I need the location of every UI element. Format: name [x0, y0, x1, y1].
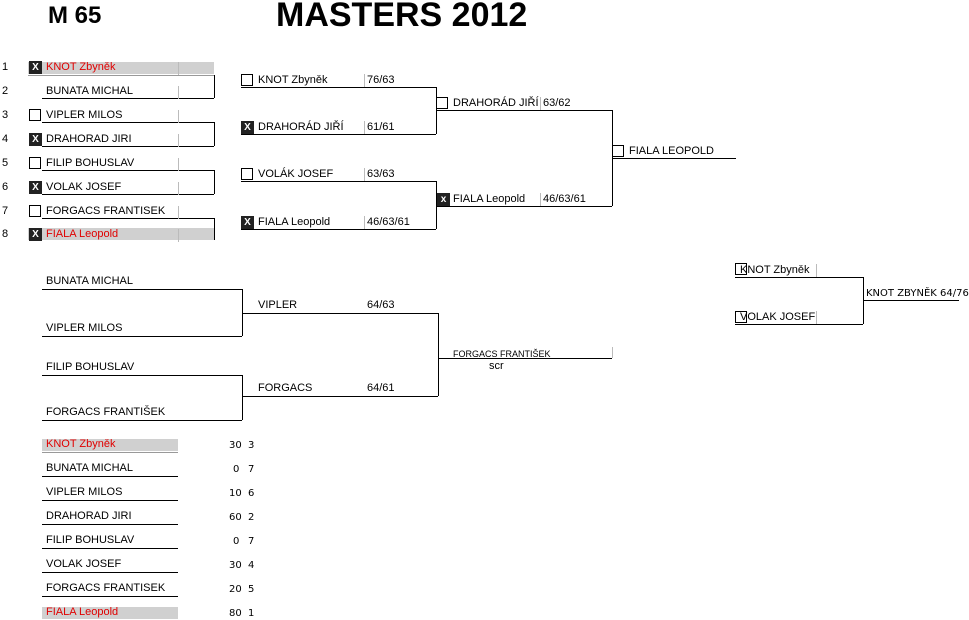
- draw-player[interactable]: KNOT Zbyněk: [46, 61, 116, 73]
- standings-rank: 2: [248, 512, 255, 523]
- standings-name[interactable]: KNOT Zbyněk: [46, 438, 116, 450]
- standings-rank: 7: [248, 536, 255, 547]
- sf-checkbox[interactable]: [436, 97, 448, 109]
- consolation-winner[interactable]: VIPLER: [258, 299, 298, 311]
- draw-seed: 8: [2, 228, 9, 240]
- draw-player[interactable]: VOLAK JOSEF: [46, 181, 122, 193]
- consolation-winner[interactable]: FORGACS: [258, 382, 313, 394]
- draw-checkbox[interactable]: [29, 205, 41, 217]
- consolation-entrant[interactable]: BUNATA MICHAL: [46, 275, 133, 287]
- playoff-result: KNOT ZBYNĚK 64/76: [866, 288, 969, 299]
- sf-mark: x: [437, 193, 450, 206]
- qf-checkbox[interactable]: [241, 74, 253, 86]
- draw-player[interactable]: FORGACS FRANTISEK: [46, 205, 166, 217]
- qf-score: 63/63: [367, 168, 395, 180]
- consolation-score: 64/63: [367, 299, 395, 311]
- draw-player[interactable]: VIPLER MILOS: [46, 109, 123, 121]
- draw-mark: X: [29, 181, 42, 194]
- standings-rank: 1: [248, 608, 255, 619]
- page-title: MASTERS 2012: [276, 0, 528, 34]
- standings-rank: 7: [248, 464, 255, 475]
- playoff-player[interactable]: KNOT Zbyněk: [740, 264, 810, 276]
- sf-score: 46/63/61: [543, 193, 586, 205]
- qf-checkbox[interactable]: [241, 168, 253, 180]
- draw-seed: 6: [2, 181, 9, 193]
- consolation-entrant[interactable]: FORGACS FRANTIŠEK: [46, 406, 166, 418]
- draw-player[interactable]: DRAHORAD JIRI: [46, 133, 132, 145]
- standings-points: 20: [229, 584, 242, 595]
- playoff-checkbox[interactable]: [735, 311, 747, 323]
- draw-checkbox[interactable]: [29, 157, 41, 169]
- consolation-final-note: scr: [489, 360, 504, 372]
- standings-rank: 5: [248, 584, 255, 595]
- standings-name[interactable]: FILIP BOHUSLAV: [46, 534, 135, 546]
- qf-player[interactable]: KNOT Zbyněk: [258, 74, 328, 86]
- draw-row-highlight: [28, 228, 214, 240]
- final-checkbox[interactable]: [612, 145, 624, 157]
- standings-points: 0: [233, 536, 240, 547]
- draw-mark: X: [29, 133, 42, 146]
- qf-player[interactable]: DRAHORÁD JIŘÍ: [258, 121, 344, 133]
- draw-player[interactable]: FIALA Leopold: [46, 228, 119, 240]
- draw-row-highlight: [28, 62, 214, 74]
- standings-points: 0: [233, 464, 240, 475]
- draw-seed: 1: [2, 61, 9, 73]
- standings-name[interactable]: VIPLER MILOS: [46, 486, 123, 498]
- standings-points: 30: [229, 560, 242, 571]
- standings-name[interactable]: BUNATA MICHAL: [46, 462, 133, 474]
- sf-score: 63/62: [543, 97, 571, 109]
- draw-seed: 3: [2, 109, 9, 121]
- draw-mark: X: [29, 61, 42, 74]
- standings-name[interactable]: FIALA Leopold: [46, 606, 119, 618]
- qf-mark: X: [241, 216, 254, 229]
- draw-player[interactable]: BUNATA MICHAL: [46, 85, 133, 97]
- qf-score: 61/61: [367, 121, 395, 133]
- standings-rank: 6: [248, 488, 255, 499]
- qf-score: 46/63/61: [367, 216, 410, 228]
- draw-seed: 2: [2, 85, 9, 97]
- consolation-score: 64/61: [367, 382, 395, 394]
- sf-player[interactable]: FIALA Leopold: [453, 193, 526, 205]
- standings-points: 60: [229, 512, 242, 523]
- qf-player[interactable]: VOLÁK JOSEF: [258, 168, 334, 180]
- standings-rank: 4: [248, 560, 255, 571]
- standings-name[interactable]: VOLAK JOSEF: [46, 558, 122, 570]
- playoff-player[interactable]: VOLAK JOSEF: [740, 311, 816, 323]
- qf-score: 76/63: [367, 74, 395, 86]
- category-label: M 65: [48, 2, 102, 29]
- standings-rank: 3: [248, 440, 255, 451]
- consolation-final-name[interactable]: FORGACS FRANTIŠEK: [453, 349, 551, 359]
- qf-player[interactable]: FIALA Leopold: [258, 216, 331, 228]
- standings-points: 80: [229, 608, 242, 619]
- champion-name[interactable]: FIALA LEOPOLD: [629, 145, 714, 157]
- consolation-entrant[interactable]: FILIP BOHUSLAV: [46, 361, 135, 373]
- draw-seed: 4: [2, 133, 9, 145]
- draw-seed: 5: [2, 157, 9, 169]
- draw-mark: X: [29, 228, 42, 241]
- playoff-checkbox[interactable]: [735, 263, 747, 275]
- standings-points: 10: [229, 488, 242, 499]
- standings-name[interactable]: FORGACS FRANTISEK: [46, 582, 166, 594]
- consolation-entrant[interactable]: VIPLER MILOS: [46, 322, 123, 334]
- draw-checkbox[interactable]: [29, 109, 41, 121]
- sf-player[interactable]: DRAHORÁD JIŘÍ: [453, 97, 539, 109]
- draw-player[interactable]: FILIP BOHUSLAV: [46, 157, 135, 169]
- draw-seed: 7: [2, 205, 9, 217]
- standings-points: 30: [229, 440, 242, 451]
- standings-name[interactable]: DRAHORAD JIRI: [46, 510, 132, 522]
- qf-mark: X: [241, 121, 254, 134]
